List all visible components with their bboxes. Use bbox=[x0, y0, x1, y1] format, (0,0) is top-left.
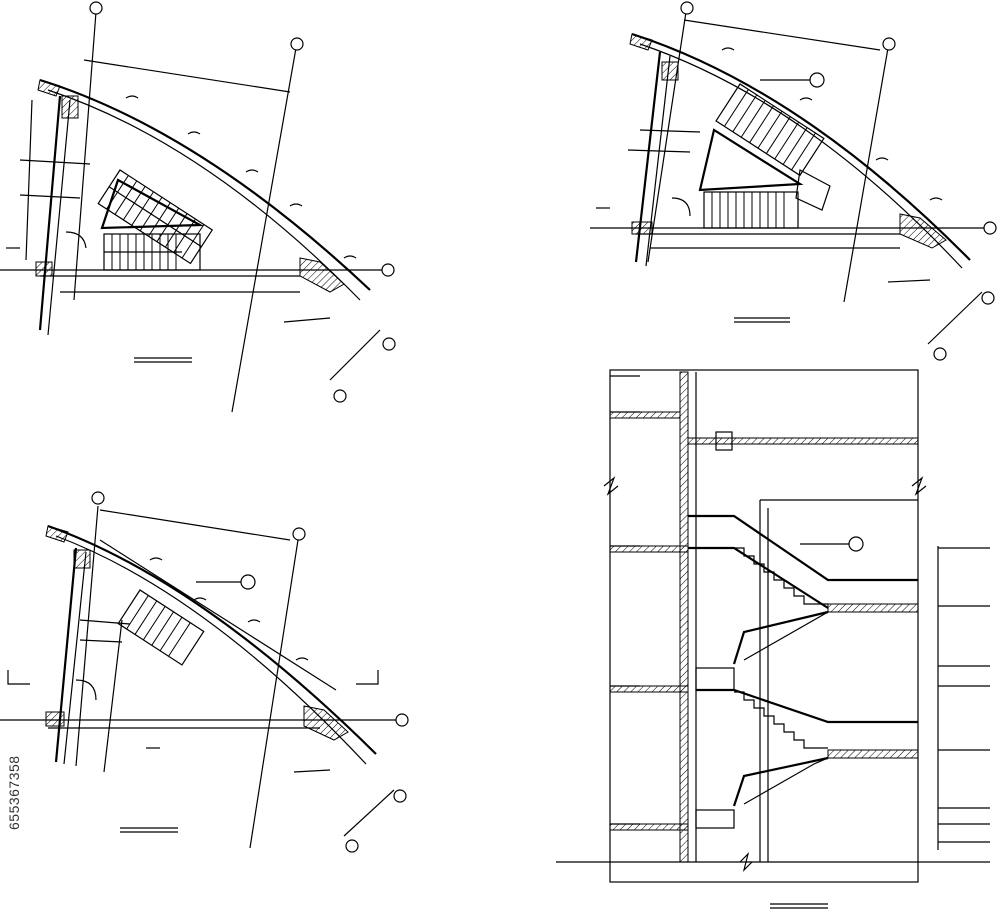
stock-image-id: 655367358 bbox=[6, 755, 22, 830]
section-bottom-right bbox=[556, 369, 990, 909]
plan-top-left bbox=[0, 1, 396, 413]
plan-top-right bbox=[590, 1, 997, 361]
plan-bottom-left bbox=[0, 491, 409, 853]
